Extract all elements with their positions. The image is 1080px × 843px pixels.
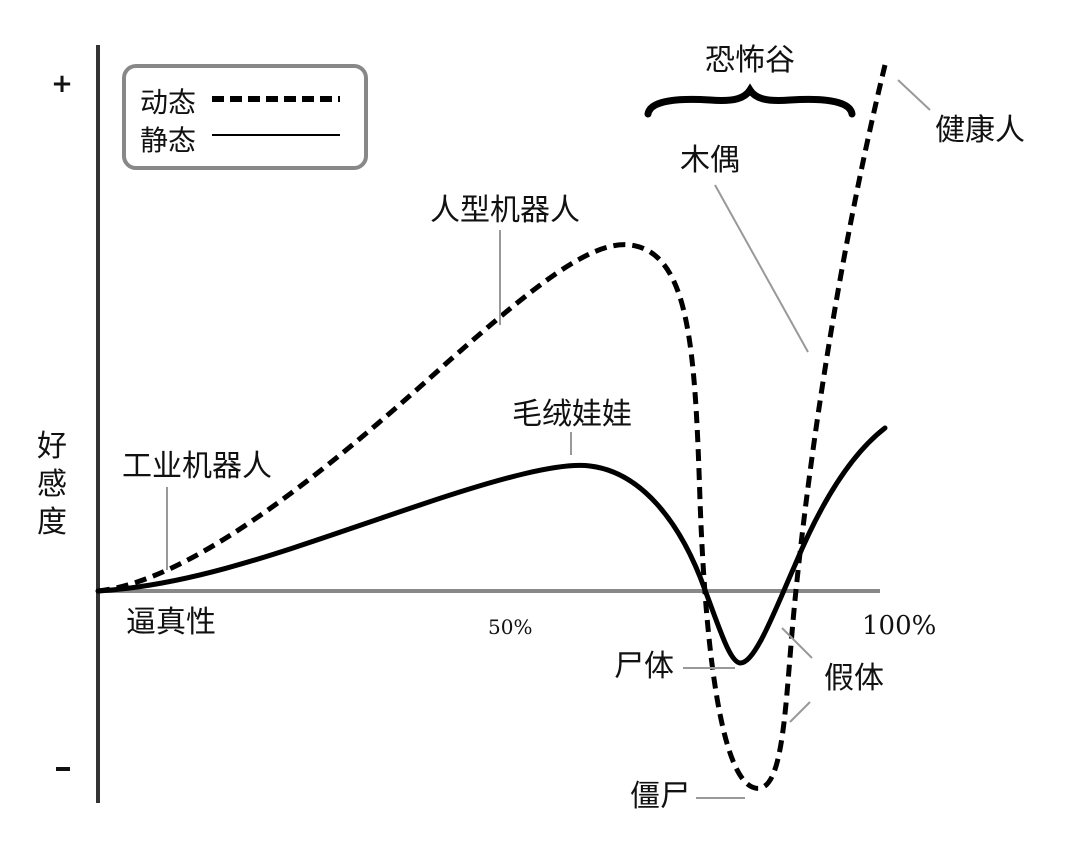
- x-tick-50: 50%: [488, 615, 532, 639]
- leader-prosthetic-upper: [781, 627, 813, 659]
- leader-prosthetic-lower: [789, 701, 811, 723]
- annotation-corpse: 尸体: [614, 649, 674, 684]
- legend-label-static: 静态: [140, 124, 196, 157]
- y-axis-label-2: 感: [37, 467, 67, 502]
- annotation-zombie: 僵尸: [630, 779, 690, 814]
- x-tick-100: 100%: [862, 611, 936, 641]
- legend-box: [122, 64, 368, 170]
- y-tick-plus: +: [51, 69, 73, 99]
- x-axis-label: 逼真性: [126, 605, 216, 640]
- static-curve: [95, 425, 888, 666]
- leader-healthy-person: [897, 79, 931, 111]
- uncanny-valley-title: 恐怖谷: [705, 43, 795, 78]
- y-tick-minus: [56, 767, 70, 771]
- y-axis-label-1: 好: [37, 429, 67, 464]
- dynamic-curve: [97, 64, 888, 791]
- annotation-industrial-robot: 工业机器人: [122, 449, 272, 484]
- y-axis-label-3: 度: [37, 505, 67, 540]
- annotation-stuffed-doll: 毛绒娃娃: [512, 397, 632, 432]
- leader-puppet: [714, 184, 809, 353]
- legend: 动态 静态: [122, 64, 368, 170]
- annotation-healthy-person: 健康人: [935, 113, 1025, 148]
- annotation-humanoid-robot: 人型机器人: [430, 193, 580, 228]
- uncanny-valley-brace: [644, 83, 856, 118]
- annotation-puppet: 木偶: [680, 143, 740, 178]
- annotation-prosthetic: 假体: [824, 661, 884, 696]
- legend-label-dynamic: 动态: [140, 86, 196, 119]
